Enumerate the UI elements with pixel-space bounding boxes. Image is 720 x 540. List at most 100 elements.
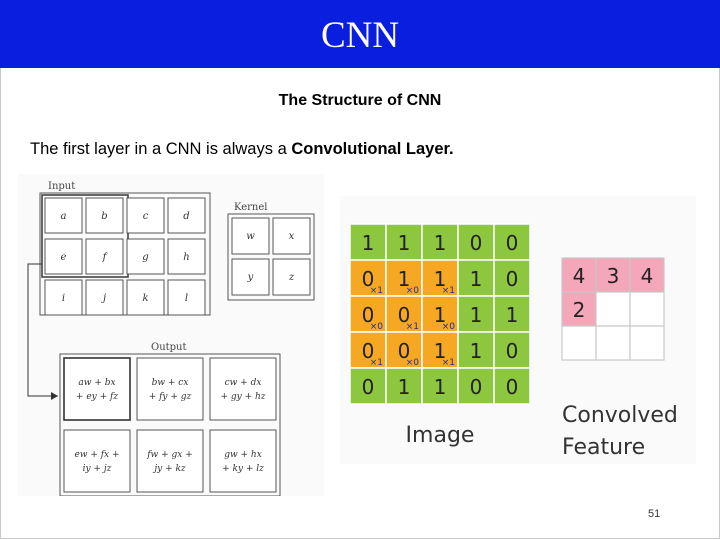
image-cell [421,367,459,405]
body-text-prefix: The first layer in a CNN is always a [30,140,292,158]
kernel-cell-label: z [288,272,295,283]
slide-title: CNN [320,15,400,56]
output-label: Output [151,342,187,353]
feature-cell-value: 3 [607,264,620,288]
image-cell [493,259,531,297]
image-cell [421,223,459,261]
input-cell [44,279,83,316]
feature-label-line1: Convolved [562,403,678,428]
input-cell [126,197,165,234]
image-cell-value: 0 [398,303,411,327]
image-cell-value: 0 [362,303,375,327]
kernel-weight-mark: ×0 [406,286,420,296]
input-cell [85,279,124,316]
kernel-cell [231,217,270,255]
image-cell-value: 0 [362,267,375,291]
input-cell-label: f [102,252,109,263]
kernel-cell [272,217,311,255]
output-cell [136,429,204,493]
output-cell-line1: bw + cx [152,378,189,388]
kernel-weight-mark: ×1 [370,286,383,296]
kernel-weight-mark: ×0 [370,322,384,332]
input-label: Input [48,181,75,192]
feature-cell [561,291,597,327]
feature-cell [561,325,597,361]
image-cell [493,223,531,261]
input-cell-label: a [61,211,67,222]
feature-cell [595,325,631,361]
input-cell-label: h [183,252,189,263]
image-cell [493,295,531,333]
feature-cell [629,325,665,361]
input-cell-label: c [143,211,149,222]
image-cell [493,331,531,369]
input-cell-label: j [101,293,106,304]
image-cell-value: 1 [434,231,447,255]
image-cell-value: 0 [506,375,519,399]
body-text: The first layer in a CNN is always a Con… [30,140,454,159]
kernel-weight-mark: ×1 [442,358,455,368]
input-cell-label: b [101,211,107,222]
input-cell-label: d [183,211,189,222]
image-cell [385,331,423,369]
input-cell [85,238,124,275]
image-cell-value: 0 [470,375,483,399]
kernel-weight-mark: ×0 [406,358,420,368]
feature-cell [595,291,631,327]
kernel-label: Kernel [234,202,267,213]
feature-cell [595,257,631,293]
page-number: 51 [648,508,661,520]
image-cell [493,367,531,405]
output-cell [209,357,277,421]
input-cell [126,238,165,275]
kernel-cell-label: w [246,231,255,242]
image-cell [385,295,423,333]
kernel-cell [231,258,270,296]
output-cell-line2: jy + kz [152,464,186,474]
feature-cell-value: 4 [573,264,586,288]
kernel-weight-mark: ×0 [442,322,456,332]
image-cell-value: 1 [506,303,519,327]
output-cell-line1: cw + dx [225,378,262,388]
feature-label-line2: Feature [562,435,645,460]
image-cell-value: 0 [506,231,519,255]
kernel-weight-mark: ×1 [442,286,455,296]
output-cell-line1: fw + gx + [146,450,193,460]
image-cell-value: 1 [470,303,483,327]
kernel-cell [272,258,311,296]
input-grid-frame [39,192,211,316]
output-cell-line2: + ey + fz [76,392,118,402]
image-cell [349,367,387,405]
input-cell [167,279,206,316]
image-cell-value: 1 [434,339,447,363]
image-cell [385,367,423,405]
kernel-weight-mark: ×1 [370,358,383,368]
input-cell [44,238,83,275]
body-text-bold: Convolutional Layer. [291,140,454,158]
kernel-weight-mark: ×1 [406,322,419,332]
image-cell-value: 0 [470,231,483,255]
kernel-cell-label: y [247,272,254,283]
image-cell [457,223,495,261]
input-cell-label: i [62,293,65,304]
image-cell-value: 1 [434,375,447,399]
output-cell-line1: gw + hx [224,450,262,460]
image-cell-value: 0 [362,375,375,399]
input-cell-label: k [142,293,148,304]
image-cell-value: 1 [398,267,411,291]
output-cell [63,429,131,493]
input-cell [44,197,83,234]
output-cell-line2: + fy + gz [149,392,192,402]
input-cell [167,197,206,234]
image-label: Image [406,423,475,448]
image-cell-value: 1 [398,375,411,399]
feature-cell [629,291,665,327]
image-cell [385,223,423,261]
image-cell-value: 1 [470,339,483,363]
input-highlight [41,194,129,278]
image-cell-value: 0 [398,339,411,363]
image-cell [349,223,387,261]
